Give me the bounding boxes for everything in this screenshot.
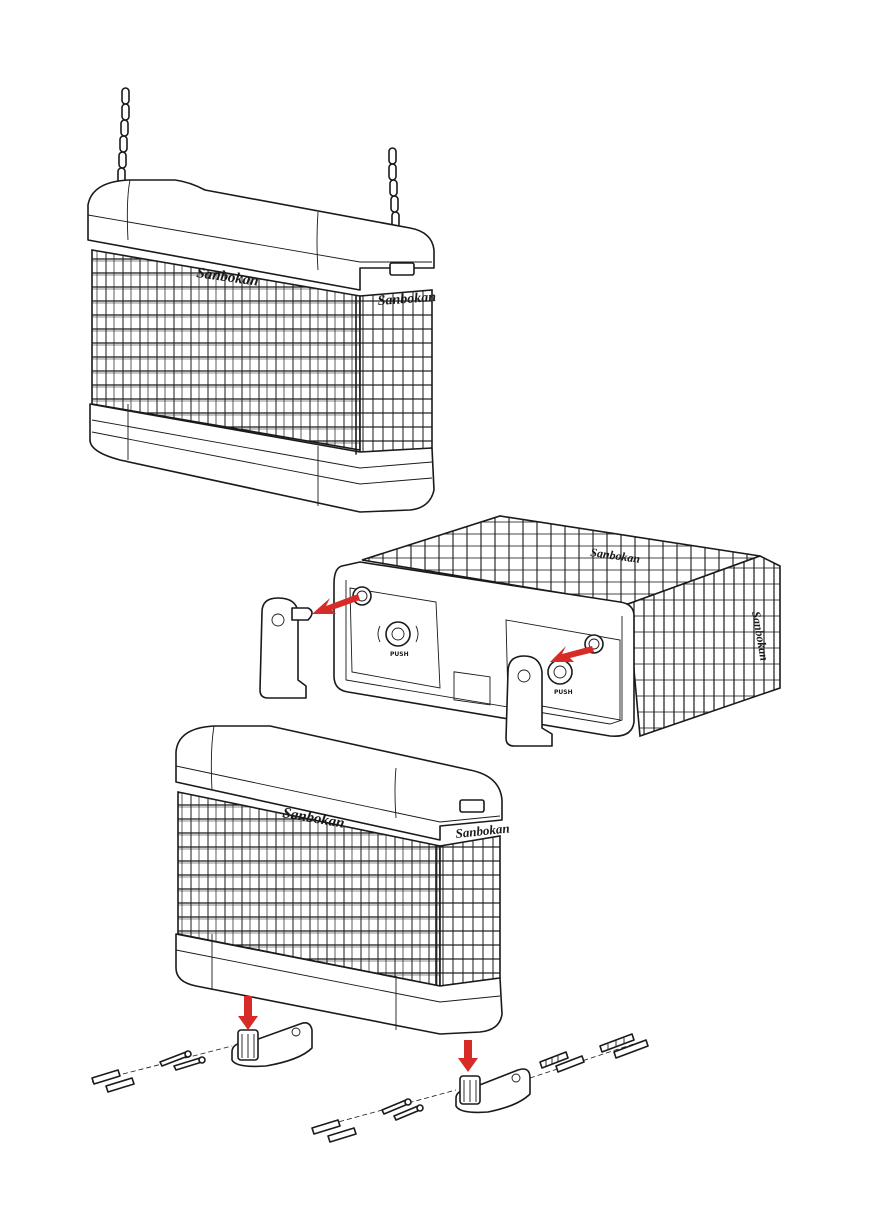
hanging-unit-illustration: Sanbokan Sanbokan	[88, 88, 437, 512]
screws-anchors-left	[92, 1051, 205, 1092]
mounting-foot-right	[456, 1040, 530, 1112]
detached-foot-left	[260, 598, 312, 698]
left-chain	[118, 88, 129, 184]
push-label-left: PUSH	[390, 651, 409, 658]
insert-arrow-left	[238, 996, 258, 1030]
standing-unit-illustration: Sanbokan Sanbokan	[176, 726, 510, 1034]
screws-anchors-right	[540, 1034, 648, 1072]
insert-arrow-right	[458, 1040, 478, 1072]
push-label-right: PUSH	[554, 689, 573, 696]
feet-removal-illustration: Sanbokan Sanbokan PUSH PUSH	[260, 516, 780, 746]
screws-anchors-center	[312, 1099, 423, 1142]
